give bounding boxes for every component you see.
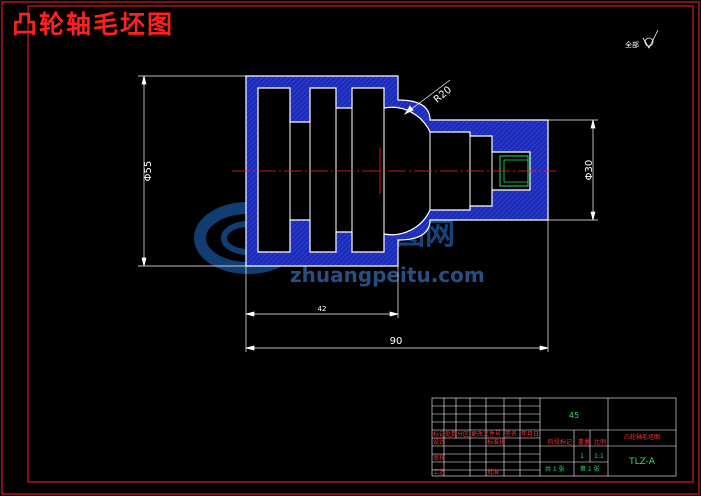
tb-header-4: 签名	[505, 430, 517, 438]
tb-header-3: 更改文件号	[471, 430, 501, 438]
tb-header-1: 处数	[445, 430, 457, 438]
roughness-symbol: 全部	[625, 29, 659, 49]
dim-42: 42	[318, 305, 327, 313]
dimension-diameter-small: Φ30	[548, 119, 598, 221]
tb-role-design: 设计	[433, 438, 445, 446]
tb-role-review: 审核	[433, 454, 445, 462]
page-title: 凸轮轴毛坯图	[12, 10, 175, 39]
tb-header-0: 标记	[433, 430, 445, 438]
tb-drawing-code: TLZ-A	[628, 457, 656, 467]
tb-sheets-total: 共 1 张	[545, 465, 565, 473]
dim-90: 90	[390, 336, 403, 347]
tb-quantity: 1	[580, 453, 584, 460]
watermark-url: zhuangpeitu.com	[290, 263, 485, 287]
tb-sheet-number: 第 1 张	[580, 465, 600, 473]
tb-scale-label: 比例	[594, 438, 606, 446]
tb-stage-label: 阶段标记	[548, 438, 572, 446]
title-block-text: 45 凸轮轴毛坯图 TLZ-A 标记 处数 分区 更改文件号 签名 年月日 设计…	[433, 411, 660, 476]
tb-part-name: 凸轮轴毛坯图	[624, 433, 660, 441]
dimension-length-partial: 42	[245, 240, 399, 352]
dim-r20: R20	[432, 84, 454, 105]
dimension-diameter-large: Φ55	[138, 75, 246, 267]
dim-phi55: Φ55	[143, 161, 154, 182]
inner-profile	[257, 87, 531, 253]
roughness-note: 全部	[625, 40, 639, 49]
dimension-radius: R20	[404, 79, 454, 115]
tb-scale: 1:1	[594, 453, 604, 460]
dimension-length-total: 90	[245, 220, 549, 352]
tb-role-process: 工艺	[433, 468, 445, 476]
tb-standardization: 标准化	[487, 438, 505, 446]
dim-phi30: Φ30	[584, 160, 595, 181]
inner-frame	[27, 5, 694, 483]
tb-header-2: 分区	[457, 430, 469, 438]
tb-header-5: 年月日	[521, 430, 539, 438]
tb-material: 45	[569, 411, 579, 420]
tb-weight-label: 重量	[578, 438, 590, 446]
tb-approve: 批准	[487, 468, 499, 476]
title-block	[431, 397, 677, 477]
